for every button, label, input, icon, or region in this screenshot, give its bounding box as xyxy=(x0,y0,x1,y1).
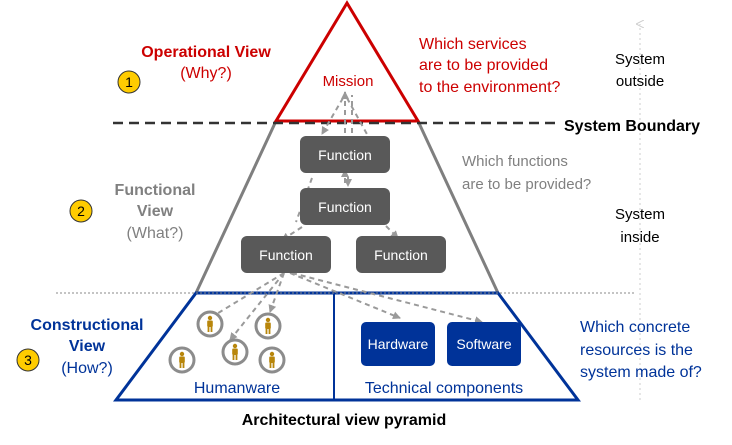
function-box-3: Function xyxy=(241,236,331,273)
operational-layer-outline xyxy=(273,0,421,123)
arrow-to-software xyxy=(291,272,483,325)
person-icon xyxy=(221,338,249,366)
constructional-question-line2: resources is the xyxy=(580,342,693,359)
operational-view-subtitle: (Why?) xyxy=(180,65,232,82)
arrow-to-person-1 xyxy=(209,272,285,319)
constructional-question-line3: system made of? xyxy=(580,364,702,381)
software-box: Software xyxy=(447,322,521,366)
function-label: Function xyxy=(318,147,372,163)
arrow-mission-to-function1 xyxy=(321,97,344,135)
system-outside-label-line2: outside xyxy=(616,73,664,90)
badge-number: 2 xyxy=(77,203,85,219)
constructional-view-subtitle: (How?) xyxy=(61,360,113,377)
constructional-view-title-line2: View xyxy=(69,338,106,355)
badge-1: 1 xyxy=(117,70,141,94)
arrow-mission-to-function1-b xyxy=(346,97,369,137)
badge-2: 2 xyxy=(69,199,93,223)
functional-question-line2: are to be provided? xyxy=(462,176,591,193)
operational-question-line2: are to be provided xyxy=(419,57,548,74)
person-icon xyxy=(254,312,282,340)
operational-view-title: Operational View xyxy=(141,44,271,61)
person-icon xyxy=(196,310,224,338)
arrow-to-hardware xyxy=(289,272,401,320)
person-icon xyxy=(168,346,196,374)
humanware-label: Humanware xyxy=(194,380,280,397)
badge-number: 3 xyxy=(24,352,32,368)
function-box-1: Function xyxy=(300,136,390,173)
function-box-2: Function xyxy=(300,188,390,225)
functional-question-line1: Which functions xyxy=(462,153,568,170)
constructional-question-line1: Which concrete xyxy=(580,319,690,336)
system-outside-label-line1: System xyxy=(615,51,665,68)
software-label: Software xyxy=(456,336,511,352)
function-label: Function xyxy=(318,199,372,215)
badge-number: 1 xyxy=(125,74,133,90)
mission-label: Mission xyxy=(323,73,374,90)
hardware-label: Hardware xyxy=(368,336,429,352)
technical-components-label: Technical components xyxy=(365,380,523,397)
diagram-caption: Architectural view pyramid xyxy=(242,412,447,429)
arrow-to-person-3 xyxy=(268,272,285,313)
arrow-function1-to-function3 xyxy=(295,177,313,223)
operational-question-line1: Which services xyxy=(419,36,527,53)
operational-question-line3: to the environment? xyxy=(419,79,561,96)
functional-view-title-line2: View xyxy=(137,203,174,220)
function-box-4: Function xyxy=(356,236,446,273)
constructional-view-title-line1: Constructional xyxy=(31,317,144,334)
person-icon xyxy=(258,346,286,374)
system-boundary-label: System Boundary xyxy=(564,118,700,135)
system-inside-label-line1: System xyxy=(615,206,665,223)
hardware-box: Hardware xyxy=(361,322,435,366)
arrow-function2-to-function4 xyxy=(385,225,399,239)
system-inside-label-line2: inside xyxy=(620,229,659,246)
functional-view-subtitle: (What?) xyxy=(127,225,184,242)
functional-view-title-line1: Functional xyxy=(115,182,196,199)
function-label: Function xyxy=(374,247,428,263)
badge-3: 3 xyxy=(16,348,40,372)
function-label: Function xyxy=(259,247,313,263)
